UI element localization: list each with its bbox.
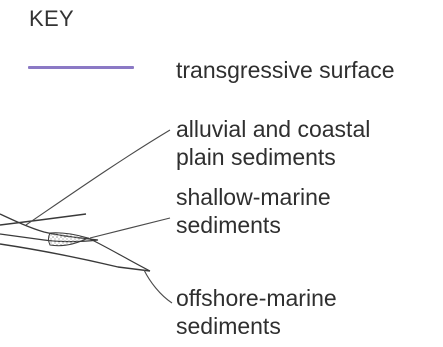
shallow-marine-leader-line bbox=[90, 218, 170, 238]
offshore-lower-boundary bbox=[0, 244, 150, 271]
alluvial-leader-line bbox=[26, 130, 170, 225]
offshore-marine-leader-line bbox=[144, 270, 172, 303]
stippled-sand-body bbox=[49, 233, 89, 246]
offshore-upper-taper bbox=[88, 238, 150, 271]
